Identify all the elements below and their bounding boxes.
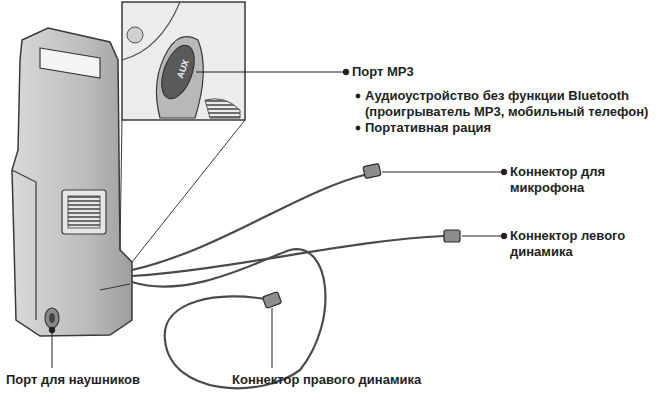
clamp-body	[12, 28, 132, 336]
connector-label: Коннектор для микрофона	[510, 164, 655, 196]
cables	[132, 174, 444, 388]
aux-inset	[120, 2, 245, 262]
connector-label: Коннектор правого динамика	[232, 372, 492, 388]
connector-label: Коннектор левого динамика	[510, 228, 655, 260]
port-label: Порт MP3	[352, 64, 552, 80]
port-label: Порт для наушников	[6, 372, 226, 388]
device-note: Аудиоустройство без функции Bluetooth (п…	[365, 88, 655, 120]
device-note: Портативная рация	[365, 120, 565, 136]
connectors	[262, 163, 460, 308]
